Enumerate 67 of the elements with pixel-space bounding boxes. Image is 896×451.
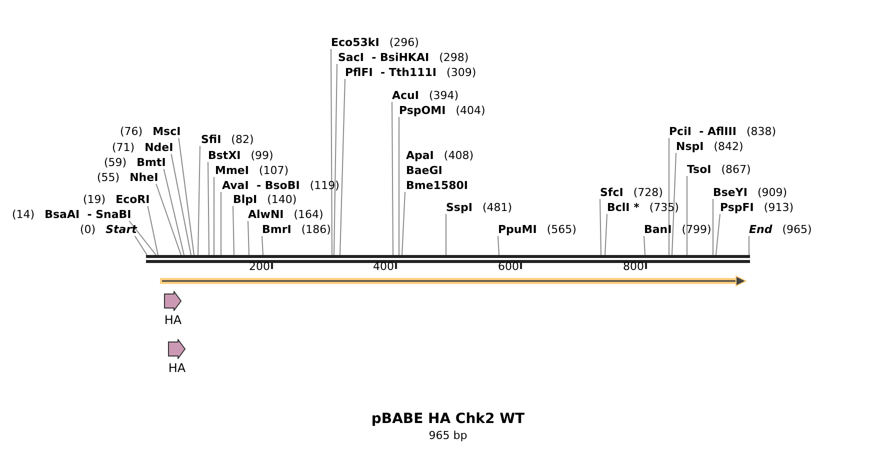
site-label: PpuMI (565) [498, 222, 576, 237]
site-label: SfiI (82) [201, 132, 254, 147]
leader-line [498, 236, 500, 256]
site-label: AvaI - BsoBI (119) [222, 178, 340, 193]
leader-line [128, 220, 156, 256]
site-label: (0) Start [80, 222, 137, 237]
site-label: SfcI (728) [600, 185, 663, 200]
leader-line [668, 138, 670, 256]
leader-line [156, 184, 182, 256]
site-label: PspFI (913) [720, 200, 794, 215]
scale-label: 400 [373, 260, 394, 273]
site-label: PspOMI (404) [399, 103, 486, 118]
leader-line [398, 116, 400, 256]
leader-line [178, 138, 194, 256]
leader-line [334, 64, 338, 256]
site-label: PciI - AflIII (838) [669, 124, 776, 139]
site-label: BlpI (140) [233, 192, 297, 207]
site-label: BmrI (186) [262, 222, 331, 237]
map-title: pBABE HA Chk2 WT [370, 411, 526, 427]
leader-line [170, 154, 192, 256]
site-label: SspI (481) [446, 200, 512, 215]
site-label: ApaI (408) BaeGI Bme1580I [406, 148, 474, 193]
site-label: BclI * (735) [607, 200, 679, 215]
leader-line [686, 176, 688, 256]
site-label: (71) NdeI [112, 140, 174, 155]
site-label: BseYI (909) [713, 185, 788, 200]
leader-line [672, 152, 676, 256]
leader-line [392, 102, 394, 256]
site-label: (55) NheI [97, 170, 158, 185]
site-label: AcuI (394) [392, 88, 459, 103]
site-label: (76) MscI [120, 124, 181, 139]
site-label: BanI (799) [644, 222, 712, 237]
leader-line [220, 192, 222, 256]
leader-line [716, 214, 720, 256]
site-label: NspI (842) [676, 139, 744, 154]
leader-line [147, 206, 158, 256]
leader-line [208, 162, 210, 256]
site-label: AlwNI (164) [248, 207, 324, 222]
leader-line [604, 214, 608, 256]
leader-line [232, 206, 234, 256]
site-label: Eco53kI (296) [331, 35, 419, 50]
scale-label: 600 [498, 260, 519, 273]
site-label: MmeI (107) [215, 163, 289, 178]
site-label: (14) BsaAI - SnaBI [12, 207, 132, 222]
leader-line [163, 168, 184, 256]
scale-label: 800 [623, 260, 644, 273]
leader-line [712, 198, 714, 256]
leader-line [262, 236, 264, 256]
leader-line [330, 48, 332, 256]
site-label: BstXI (99) [208, 148, 274, 163]
site-label: (19) EcoRI [83, 192, 150, 207]
leader-line [600, 198, 602, 256]
sequence-backbone [146, 255, 750, 263]
sequence-length: 965 bp [428, 429, 468, 442]
leader-line [134, 236, 148, 256]
scale-label: 200 [249, 260, 270, 273]
site-label: SacI - BsiHKAI (298) [338, 50, 469, 65]
leader-line [644, 236, 646, 256]
leader-line [248, 220, 250, 256]
site-label: PflFI - Tth111I (309) [345, 65, 476, 80]
leader-line [402, 192, 406, 256]
leader-line [748, 236, 750, 256]
leader-line [340, 78, 346, 256]
site-label: End (965) [749, 222, 812, 237]
site-label: (59) BmtI [104, 155, 166, 170]
site-label: TsoI (867) [687, 162, 751, 177]
leader-line [198, 146, 200, 256]
